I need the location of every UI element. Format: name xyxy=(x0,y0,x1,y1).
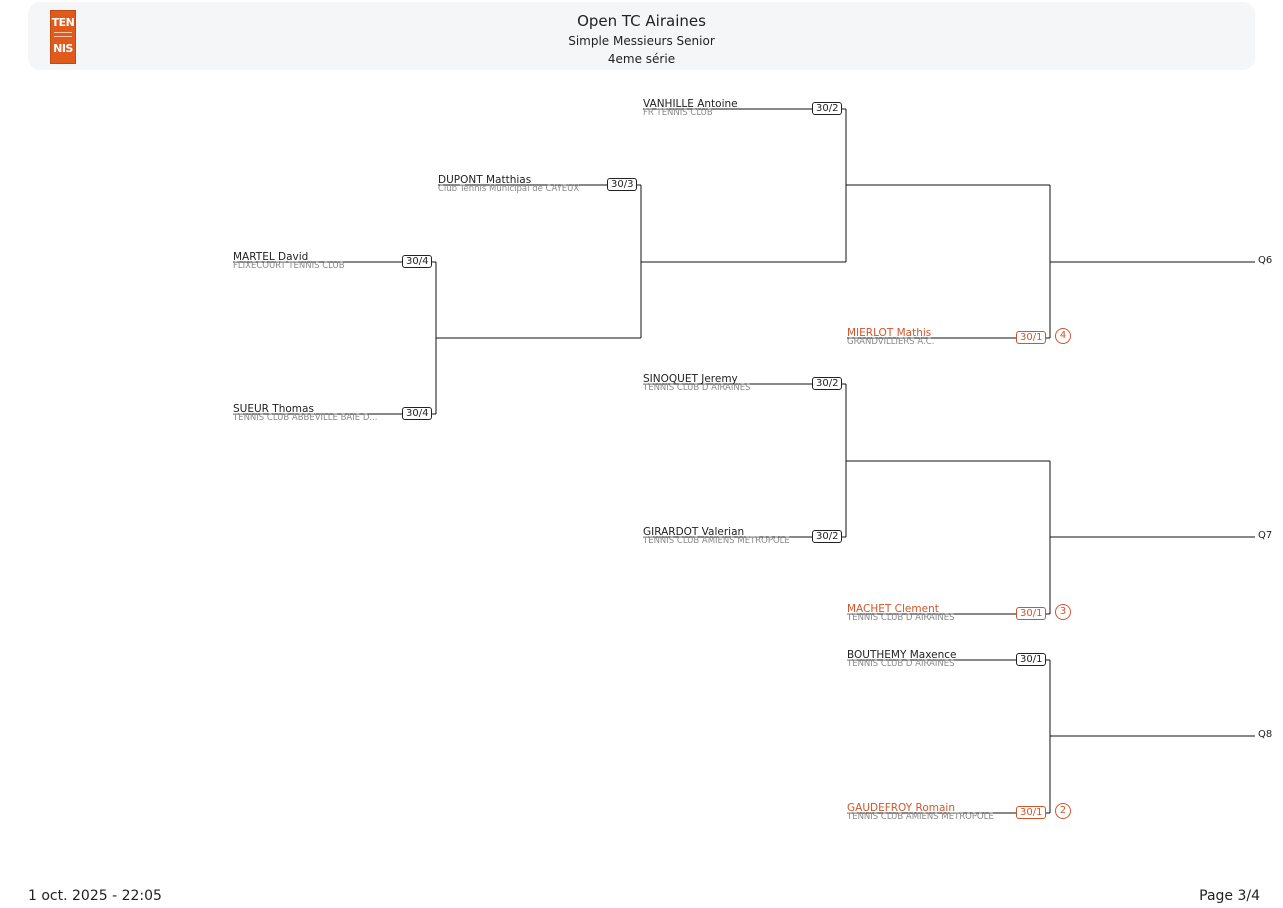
player-entry[interactable]: BOUTHEMY Maxence TENNIS CLUB D AIRAINES … xyxy=(847,649,1050,679)
bracket-connector xyxy=(847,659,1255,814)
player-club: TENNIS CLUB D AIRAINES xyxy=(847,659,955,669)
player-name: GIRARDOT Valerian xyxy=(643,526,745,538)
print-date: 1 oct. 2025 - 22:05 xyxy=(28,888,162,904)
ranking-badge: 30/4 xyxy=(402,407,433,420)
player-entry[interactable]: GIRARDOT Valerian TENNIS CLUB AMIENS MET… xyxy=(643,526,846,556)
player-club: TENNIS CLUB ABBEVILLE BAIE D... xyxy=(233,413,378,423)
player-club: FLIXECOURT TENNIS CLUB xyxy=(233,261,345,271)
bracket-connector xyxy=(233,261,641,415)
player-entry[interactable]: MARTEL David FLIXECOURT TENNIS CLUB 30/4 xyxy=(233,251,436,281)
ranking-badge: 30/1 xyxy=(1016,653,1047,666)
bracket-connector xyxy=(643,383,1050,538)
player-entry[interactable]: VANHILLE Antoine FR TENNIS CLUB 30/2 xyxy=(643,98,846,128)
bracket-connector xyxy=(643,108,1050,262)
ranking-badge: 30/1 xyxy=(1016,607,1047,620)
player-name: SINOQUET Jeremy xyxy=(643,373,738,385)
seed-badge: 4 xyxy=(1055,328,1071,344)
player-name: SUEUR Thomas xyxy=(233,403,314,415)
logo-text-top: TEN xyxy=(51,16,75,29)
seed-badge: 2 xyxy=(1055,803,1071,819)
qualifier-label: Q8 xyxy=(1258,729,1273,740)
player-club: TENNIS CLUB D AIRAINES xyxy=(643,383,751,393)
seed-badge: 3 xyxy=(1055,604,1071,620)
player-club: TENNIS CLUB AMIENS METROPOLE xyxy=(847,812,994,822)
player-club: FR TENNIS CLUB xyxy=(643,108,713,118)
qualifier-label: Q6 xyxy=(1258,255,1273,266)
event-subtitle: Simple Messieurs Senior xyxy=(568,34,715,48)
player-club: TENNIS CLUB AMIENS METROPOLE xyxy=(643,536,790,546)
player-name: BOUTHEMY Maxence xyxy=(847,649,957,661)
player-club: GRANDVILLIERS A.C. xyxy=(847,337,935,347)
ranking-badge: 30/1 xyxy=(1016,331,1047,344)
player-entry[interactable]: SUEUR Thomas TENNIS CLUB ABBEVILLE BAIE … xyxy=(233,403,436,433)
ranking-badge: 30/2 xyxy=(812,102,843,115)
bracket-connector xyxy=(438,184,846,338)
player-entry[interactable]: SINOQUET Jeremy TENNIS CLUB D AIRAINES 3… xyxy=(643,373,846,403)
player-entry[interactable]: MIERLOT Mathis GRANDVILLIERS A.C. 30/1 4 xyxy=(847,327,1077,357)
player-name: VANHILLE Antoine xyxy=(643,98,738,110)
ranking-badge: 30/2 xyxy=(812,377,843,390)
player-entry[interactable]: GAUDEFROY Romain TENNIS CLUB AMIENS METR… xyxy=(847,802,1077,832)
qualifier-label: Q7 xyxy=(1258,530,1273,541)
player-club: Club Tennis Municipal de CAYEUX xyxy=(438,184,580,194)
player-name: MIERLOT Mathis xyxy=(847,327,932,339)
player-entry[interactable]: DUPONT Matthias Club Tennis Municipal de… xyxy=(438,174,641,204)
ranking-badge: 30/3 xyxy=(607,178,638,191)
player-entry[interactable]: MACHET Clement TENNIS CLUB D AIRAINES 30… xyxy=(847,603,1077,633)
page-header: TEN NIS Open TC Airaines Simple Messieur… xyxy=(28,2,1255,70)
ranking-badge: 30/2 xyxy=(812,530,843,543)
tennis-logo: TEN NIS xyxy=(50,10,76,64)
player-name: GAUDEFROY Romain xyxy=(847,802,955,814)
ranking-badge: 30/4 xyxy=(402,255,433,268)
player-club: TENNIS CLUB D AIRAINES xyxy=(847,613,955,623)
page-number: Page 3/4 xyxy=(1199,888,1260,904)
player-name: MACHET Clement xyxy=(847,603,939,615)
bracket-connector xyxy=(847,185,1255,339)
player-name: DUPONT Matthias xyxy=(438,174,532,186)
series-label: 4eme série xyxy=(607,52,676,66)
player-name: MARTEL David xyxy=(233,251,309,263)
tournament-title: Open TC Airaines xyxy=(577,12,706,30)
bracket-connector xyxy=(847,461,1255,615)
logo-text-bottom: NIS xyxy=(53,42,73,55)
ranking-badge: 30/1 xyxy=(1016,806,1047,819)
